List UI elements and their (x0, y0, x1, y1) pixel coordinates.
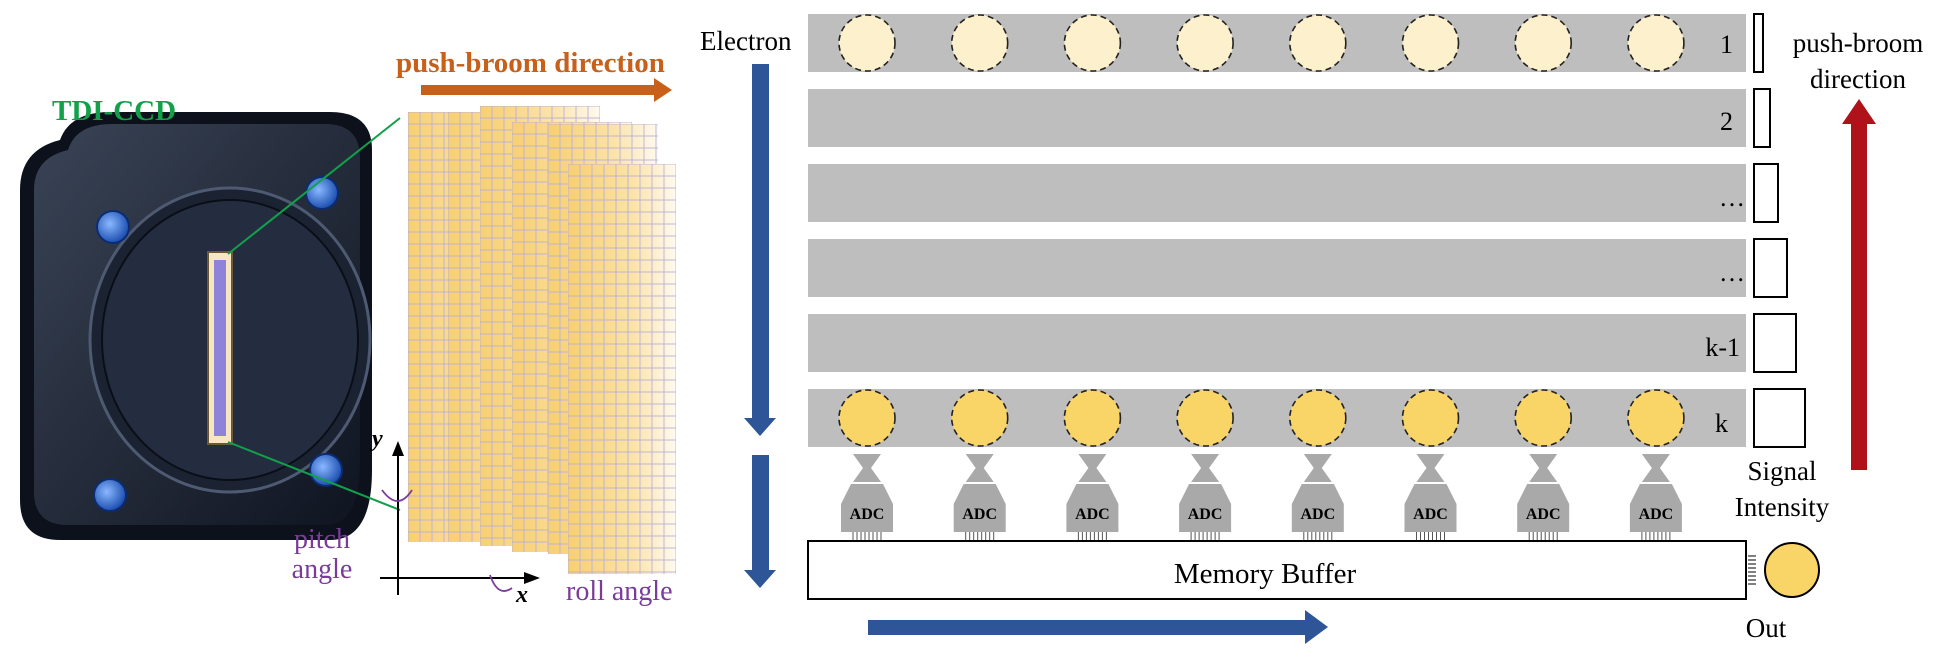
tdi-stage-row (808, 14, 1746, 72)
adc-label: ADC (962, 506, 997, 523)
screw-icon (305, 176, 339, 210)
out-label: Out (1746, 613, 1787, 643)
adc-chip-icon (1066, 484, 1119, 532)
adc-funnel-icon (1191, 454, 1220, 482)
charge-packet-full (1063, 389, 1122, 447)
signal-intensity-bar (1753, 88, 1771, 148)
charge-packet-light (1401, 14, 1460, 72)
adc-unit: ADC (1291, 454, 1344, 540)
adc-unit: ADC (1066, 454, 1119, 540)
adc-label: ADC (1188, 506, 1223, 523)
adc-unit: ADC (1404, 454, 1457, 540)
tdi-stage-row (808, 389, 1746, 447)
tdi-stage-rows (808, 14, 1746, 447)
buffer-output-arrow-icon (868, 610, 1328, 644)
charge-packet-light (950, 14, 1009, 72)
pitch-label: pitch (294, 524, 350, 555)
output-charge (1764, 542, 1820, 598)
push-broom-label-right: push-broom (1793, 28, 1924, 58)
adc-chip-icon (1179, 484, 1232, 532)
signal-label: Signal (1747, 456, 1816, 486)
adc-funnel-icon (1078, 454, 1107, 482)
charge-packet-light (1176, 14, 1234, 72)
adc-chip-icon (953, 484, 1006, 532)
push-broom-label-right-2: direction (1810, 64, 1906, 94)
electron-flow-arrow-icon (744, 64, 776, 436)
axis-y-label: y (369, 426, 383, 452)
screw-icon (96, 210, 130, 244)
signal-intensity-bars (1753, 13, 1806, 448)
electron-label: Electron (700, 26, 792, 56)
adc-unit: ADC (953, 454, 1006, 540)
signal-intensity-bar (1753, 238, 1788, 298)
adc-chip-icon (841, 484, 893, 532)
intensity-label: Intensity (1735, 492, 1830, 522)
adc-array: ADC ADC ADC ADC ADC ADC ADC ADC (841, 454, 1682, 540)
adc-funnel-icon (965, 454, 994, 482)
charge-packet-full (1627, 389, 1685, 447)
charge-packet-light (1627, 14, 1685, 72)
charge-packet-full (838, 389, 896, 447)
sensor-grid-stack (408, 106, 676, 574)
adc-unit: ADC (1517, 454, 1570, 540)
tdi-stage-row (808, 239, 1746, 297)
roll-angle-label: roll angle (566, 576, 673, 607)
orange-arrow-icon (421, 78, 672, 102)
adc-label: ADC (1300, 506, 1335, 523)
tdi-ccd-label: TDI-CCD (52, 95, 176, 127)
charge-packet-full (1401, 389, 1460, 447)
pitch-angle-label: angle (292, 554, 353, 585)
stage-label: k (1715, 409, 1728, 438)
adc-funnel-icon (1529, 454, 1558, 482)
stage-label: … (1719, 258, 1745, 287)
adc-funnel-icon (1303, 454, 1332, 482)
adc-label: ADC (1639, 506, 1674, 523)
charge-packet-light (1289, 14, 1347, 72)
stage-label: 1 (1720, 30, 1733, 59)
adc-label: ADC (1075, 506, 1110, 523)
tdi-stage-row (808, 164, 1746, 222)
adc-unit: ADC (1629, 454, 1682, 540)
charge-packet-light (1063, 14, 1122, 72)
memory-buffer-box (807, 540, 1747, 600)
charge-packet-full (950, 389, 1009, 447)
charge-packet-full (1514, 389, 1572, 447)
adc-chip-icon (1291, 484, 1344, 532)
signal-intensity-bar (1753, 163, 1779, 223)
signal-intensity-bar (1753, 13, 1764, 73)
adc-funnel-icon (1641, 454, 1670, 482)
adc-unit: ADC (1179, 454, 1232, 540)
push-broom-label-left: push-broom direction (396, 47, 665, 79)
charge-packet-light (1514, 14, 1572, 72)
stage-label: 2 (1720, 107, 1733, 136)
adc-chip-icon (1517, 484, 1570, 532)
charge-packet-full (1289, 389, 1347, 447)
screw-icon (93, 478, 127, 512)
charge-packet-full (1176, 389, 1234, 447)
signal-intensity-bar (1753, 313, 1797, 373)
adc-chip-icon (1629, 484, 1682, 532)
adc-label: ADC (1526, 506, 1561, 523)
stage-label: k-1 (1705, 333, 1740, 362)
adc-funnel-icon (1416, 454, 1445, 482)
tdi-stage-row (808, 314, 1746, 372)
coordinate-axes (380, 441, 540, 595)
adc-label: ADC (850, 506, 885, 523)
axis-x-label: x (515, 582, 528, 608)
readout-flow-arrow-icon (744, 455, 776, 588)
adc-label: ADC (1413, 506, 1448, 523)
tdi-stage-row (808, 89, 1746, 147)
adc-unit: ADC (841, 454, 893, 540)
adc-chip-icon (1404, 484, 1457, 532)
buffer-connector-icon (1748, 555, 1756, 585)
memory-buffer-label: Memory Buffer (1174, 558, 1357, 590)
stage-label: … (1719, 183, 1745, 212)
red-up-arrow-icon (1842, 99, 1876, 470)
ccd-camera-body (20, 112, 372, 540)
adc-funnel-icon (853, 454, 881, 482)
signal-intensity-bar (1753, 388, 1806, 448)
charge-packet-light (838, 14, 896, 72)
